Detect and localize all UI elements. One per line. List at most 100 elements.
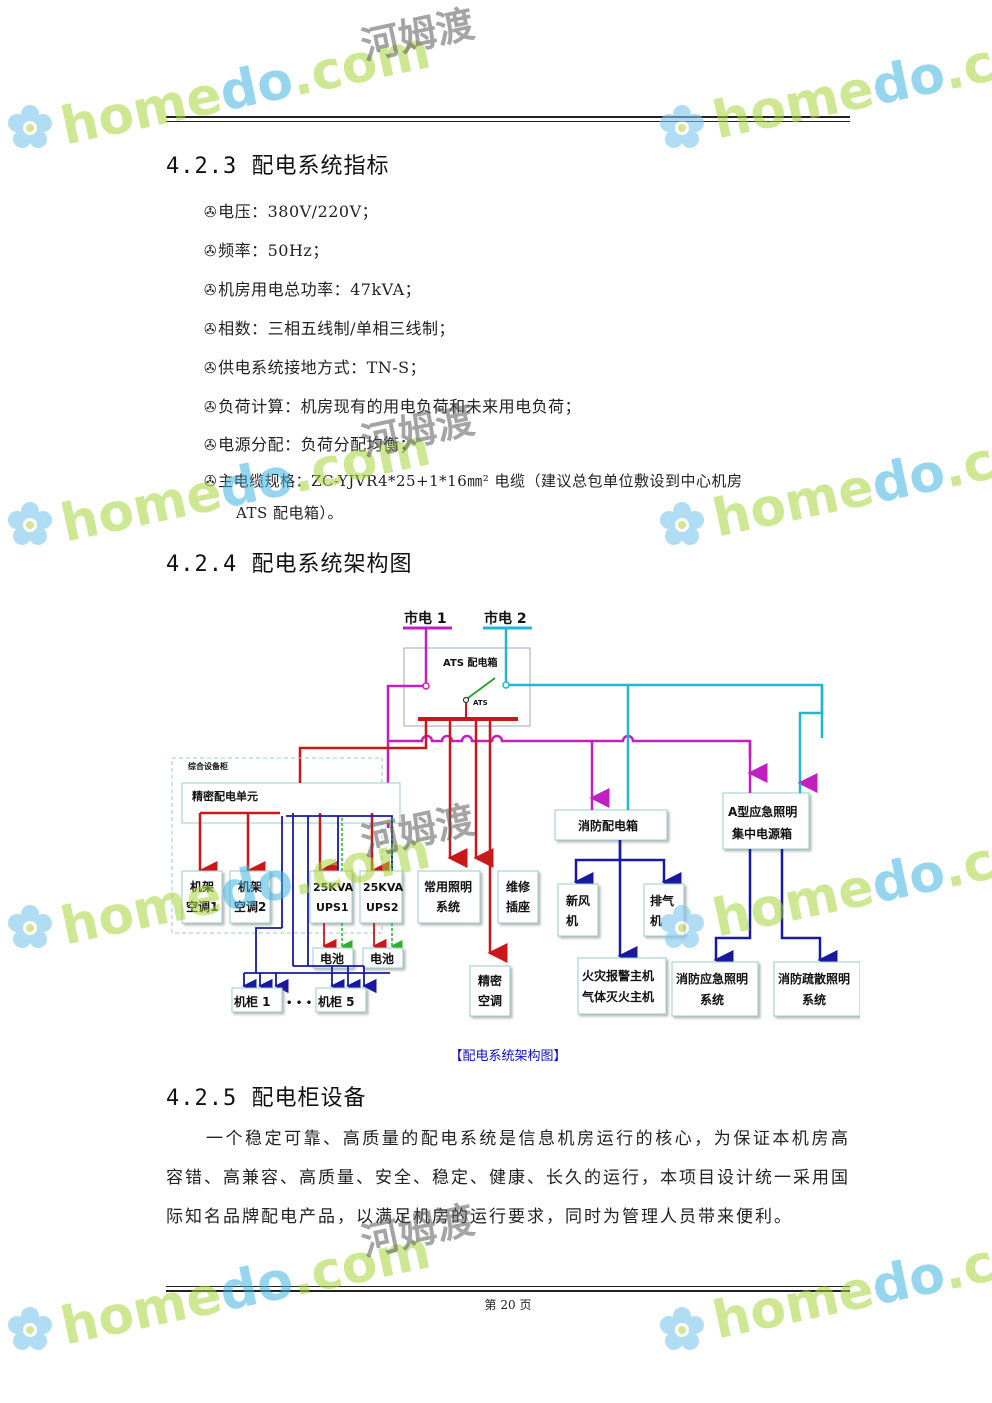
box-battery-2: 电池 <box>362 947 404 969</box>
label-exhaust-bottom: 机 <box>650 913 662 928</box>
flower-icon <box>660 502 704 545</box>
label-rack5: 机柜 5 <box>318 994 355 1009</box>
box-evacuation-lighting-system: 消防疏散照明 系统 <box>773 961 860 1017</box>
figure-caption: 【配电系统架构图】 <box>449 1049 567 1064</box>
label-mains-1: 市电 1 <box>404 610 447 627</box>
bullet-icon: ✇ <box>204 436 218 454</box>
label-ats-box: ATS 配电箱 <box>443 656 497 669</box>
label-lighting-bottom: 系统 <box>436 899 460 914</box>
label-battery2: 电池 <box>370 951 394 966</box>
bullet-item: ✇相数：三相五线制/单相三线制； <box>204 315 455 339</box>
label-pac-top: 精密 <box>478 973 502 988</box>
precision-distribution-unit <box>181 782 401 824</box>
label-ats: ATS <box>473 699 488 707</box>
watermark-cn: 河姆渡 <box>357 1 479 69</box>
bullet-icon: ✇ <box>204 320 218 338</box>
box-rack-1: 机柜 1 <box>231 987 283 1013</box>
bullet-icon: ✇ <box>204 281 218 299</box>
flower-icon <box>660 1307 704 1350</box>
flower-icon <box>8 502 52 545</box>
bullet-text: 电压：380V/220V； <box>218 202 379 221</box>
box-fire-alarm-host: 火灾报警主机 气体灭火主机 <box>577 957 667 1015</box>
section-title-423: 4.2.3 配电系统指标 <box>166 154 390 179</box>
section-title-425: 4.2.5 配电柜设备 <box>166 1086 367 1111</box>
label-battery1: 电池 <box>320 951 344 966</box>
label-mains-2: 市电 2 <box>484 610 527 627</box>
bullet-icon: ✇ <box>204 203 218 221</box>
label-fresh-bottom: 机 <box>566 913 578 928</box>
flower-icon <box>8 905 52 948</box>
label-ac1-top: 机架 <box>190 879 214 894</box>
label-evac-bottom: 系统 <box>802 992 826 1007</box>
flower-icon <box>8 1307 52 1350</box>
label-ups2-top: 25KVA <box>363 881 404 894</box>
box-rack-ac-1: 机架 空调1 <box>181 870 223 924</box>
footer-rule <box>166 1286 850 1287</box>
label-ups1-top: 25KVA <box>313 881 354 894</box>
label-emerg-box-bottom: 集中电源箱 <box>731 826 792 841</box>
label-exhaust-top: 排气 <box>650 893 674 908</box>
box-emergency-power: A型应急照明 集中电源箱 <box>722 792 810 850</box>
bullet-item: ✇主电缆规格：ZC-YJVR4*25+1*16㎜² 电缆（建议总包单位敷设到中心… <box>204 470 743 491</box>
label-emerg-sys-bottom: 系统 <box>700 992 724 1007</box>
label-ups1-bottom: UPS1 <box>316 901 349 914</box>
bullet-text: 频率：50Hz； <box>218 241 329 260</box>
box-precision-ac: 精密 空调 <box>469 965 511 1017</box>
bullet-item: ✇供电系统接地方式：TN-S； <box>204 354 426 378</box>
label-emerg-box-top: A型应急照明 <box>728 804 797 819</box>
watermark-brand: homedo.com <box>707 412 992 550</box>
label-alarm-top: 火灾报警主机 <box>582 968 654 983</box>
bullet-item: ✇电源分配：负荷分配均衡； <box>204 431 416 455</box>
label-maint-top: 维修 <box>506 879 531 894</box>
watermark-brand: homedo.com <box>707 14 992 152</box>
label-pac-bottom: 空调 <box>478 993 502 1008</box>
bullet-icon: ✇ <box>204 472 218 490</box>
flower-icon <box>8 105 52 148</box>
box-ups-2: 25KVA UPS2 <box>359 870 404 924</box>
power-distribution-diagram: 市电 1 市电 2 ATS 配电箱 ATS 综合设备柜 精密配电单元 <box>171 610 860 1017</box>
label-maint-bottom: 插座 <box>506 899 530 914</box>
box-maintenance-socket: 维修 插座 <box>497 870 539 924</box>
bullet-icon: ✇ <box>204 242 218 260</box>
box-fire-distribution: 消防配电箱 <box>554 809 668 841</box>
label-ups2-bottom: UPS2 <box>366 901 399 914</box>
bullet-icon: ✇ <box>204 359 218 377</box>
bullet-text: 主电缆规格：ZC-YJVR4*25+1*16㎜² 电缆（建议总包单位敷设到中心机… <box>218 472 743 490</box>
section-title-424: 4.2.4 配电系统架构图 <box>166 552 413 577</box>
box-ups-1: 25KVA UPS1 <box>309 870 354 924</box>
body-paragraph: 一个稳定可靠、高质量的配电系统是信息机房运行的核心，为保证本机房高容错、高兼容、… <box>166 1129 850 1227</box>
label-rack1: 机柜 1 <box>234 994 271 1009</box>
bullet-text: 相数：三相五线制/单相三线制； <box>218 319 455 338</box>
box-rack-ac-2: 机架 空调2 <box>229 870 271 924</box>
label-fresh-top: 新风 <box>566 893 590 908</box>
bullet-text: 供电系统接地方式：TN-S； <box>218 358 427 377</box>
bullet-continuation: ATS 配电箱）。 <box>236 504 344 522</box>
label-ac2-bottom: 空调2 <box>234 899 266 914</box>
label-ac1-bottom: 空调1 <box>186 899 218 914</box>
label-rack-dots: • • • <box>286 998 312 1009</box>
bullet-item: ✇负荷计算：机房现有的用电负荷和未来用电负荷； <box>204 393 581 417</box>
footer-rule-thick <box>166 1290 850 1292</box>
label-lighting-top: 常用照明 <box>424 879 472 894</box>
page-number: 第 20 页 <box>484 1298 532 1312</box>
label-fire-box: 消防配电箱 <box>578 818 638 833</box>
label-cabinet: 综合设备柜 <box>188 761 228 771</box>
box-fresh-air-unit: 新风 机 <box>557 883 599 937</box>
bullet-item: ✇频率：50Hz； <box>204 237 329 261</box>
bullet-text: 电源分配：负荷分配均衡； <box>218 435 417 454</box>
box-rack-5: 机柜 5 <box>315 987 367 1013</box>
watermark-brand: homedo.com <box>55 20 436 158</box>
header-rule <box>166 116 850 118</box>
label-ac2-top: 机架 <box>238 879 262 894</box>
watermark-brand: homedo.com <box>55 1220 436 1358</box>
label-precision-unit: 精密配电单元 <box>192 789 258 803</box>
header-rule-thin <box>166 121 850 122</box>
label-emerg-sys-top: 消防应急照明 <box>676 971 748 986</box>
bullet-icon: ✇ <box>204 398 218 416</box>
box-battery-1: 电池 <box>312 947 354 969</box>
box-emergency-lighting-system: 消防应急照明 系统 <box>671 961 759 1017</box>
box-normal-lighting: 常用照明 系统 <box>417 870 481 924</box>
bullet-item: ✇机房用电总功率：47kVA； <box>204 276 421 300</box>
label-evac-top: 消防疏散照明 <box>778 971 850 986</box>
box-exhaust-fan: 排气 机 <box>643 883 685 937</box>
